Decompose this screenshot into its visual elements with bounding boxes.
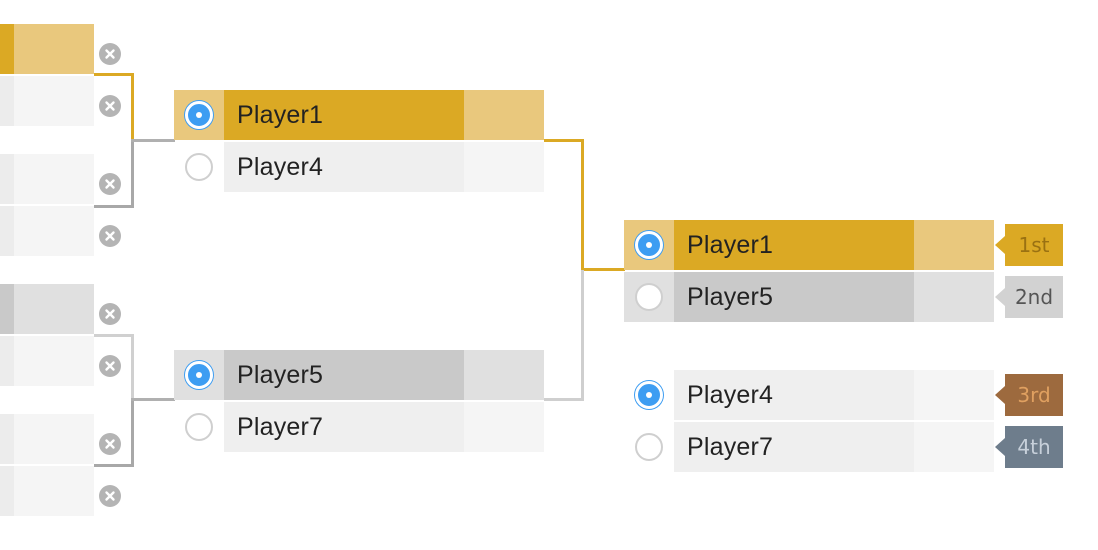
radio-selected-icon[interactable]	[635, 231, 663, 259]
r1-match3-slot-b[interactable]	[0, 336, 94, 386]
connector-r1-top-gold-v	[131, 73, 134, 141]
third-place-slot-a[interactable]: Player4	[624, 370, 994, 420]
radio-selected-icon[interactable]	[185, 361, 213, 389]
final-slot-a[interactable]: Player1	[624, 220, 994, 270]
remove-x-circle-icon[interactable]	[99, 225, 121, 247]
player-name: Player1	[224, 90, 464, 140]
player-name: Player5	[224, 350, 464, 400]
connector-sf-top-gold	[544, 139, 584, 142]
third-place-slot-b[interactable]: Player7	[624, 422, 994, 472]
player-name: Player7	[224, 402, 464, 452]
semifinal-bottom-slot-b[interactable]: Player7	[174, 402, 544, 452]
connector-r1-bot-b	[94, 464, 134, 467]
connector-sf-bot-v	[581, 270, 584, 401]
r1-match4-slot-a[interactable]	[0, 414, 94, 464]
connector-r1-top-gold	[94, 73, 134, 76]
radio-icon[interactable]	[185, 413, 213, 441]
placement-badge-first: 1st	[995, 224, 1063, 266]
score-cell[interactable]	[914, 220, 994, 270]
score-cell[interactable]	[914, 370, 994, 420]
remove-x-circle-icon[interactable]	[99, 173, 121, 195]
radio-selected-icon[interactable]	[185, 101, 213, 129]
radio-icon[interactable]	[635, 433, 663, 461]
connector-r1-top-grey-v	[131, 141, 134, 208]
placement-badge-second: 2nd	[995, 276, 1063, 318]
connector-sf-top-gold-v	[581, 139, 584, 270]
connector-r1-bot-to-sf	[131, 398, 175, 401]
radio-icon[interactable]	[635, 283, 663, 311]
connector-r1-bot-av	[131, 334, 134, 400]
radio-selected-icon[interactable]	[635, 381, 663, 409]
remove-x-circle-icon[interactable]	[99, 485, 121, 507]
r1-match2-slot-a[interactable]	[0, 154, 94, 204]
score-cell[interactable]	[464, 350, 544, 400]
placement-badge-fourth: 4th	[995, 426, 1063, 468]
player-name: Player4	[674, 370, 914, 420]
player-name: Player1	[674, 220, 914, 270]
connector-sf-bot	[544, 398, 584, 401]
score-cell[interactable]	[914, 422, 994, 472]
r1-match2-slot-b[interactable]	[0, 206, 94, 256]
connector-r1-top-to-sf	[131, 139, 175, 142]
connector-r1-bot-bv	[131, 400, 134, 467]
r1-match1-slot-a[interactable]	[0, 24, 94, 74]
remove-x-circle-icon[interactable]	[99, 43, 121, 65]
r1-match1-slot-b[interactable]	[0, 76, 94, 126]
final-slot-b[interactable]: Player5	[624, 272, 994, 322]
placement-badge-third: 3rd	[995, 374, 1063, 416]
semifinal-top-slot-b[interactable]: Player4	[174, 142, 544, 192]
player-name: Player4	[224, 142, 464, 192]
semifinal-bottom-slot-a[interactable]: Player5	[174, 350, 544, 400]
player-name: Player7	[674, 422, 914, 472]
remove-x-circle-icon[interactable]	[99, 433, 121, 455]
connector-sf-to-final	[581, 268, 625, 271]
r1-match4-slot-b[interactable]	[0, 466, 94, 516]
remove-x-circle-icon[interactable]	[99, 95, 121, 117]
score-cell[interactable]	[464, 142, 544, 192]
score-cell[interactable]	[914, 272, 994, 322]
remove-x-circle-icon[interactable]	[99, 355, 121, 377]
connector-r1-top-grey	[94, 205, 134, 208]
r1-match3-slot-a[interactable]	[0, 284, 94, 334]
score-cell[interactable]	[464, 90, 544, 140]
score-cell[interactable]	[464, 402, 544, 452]
radio-icon[interactable]	[185, 153, 213, 181]
player-name: Player5	[674, 272, 914, 322]
connector-r1-bot-a	[94, 334, 134, 337]
remove-x-circle-icon[interactable]	[99, 303, 121, 325]
semifinal-top-slot-a[interactable]: Player1	[174, 90, 544, 140]
